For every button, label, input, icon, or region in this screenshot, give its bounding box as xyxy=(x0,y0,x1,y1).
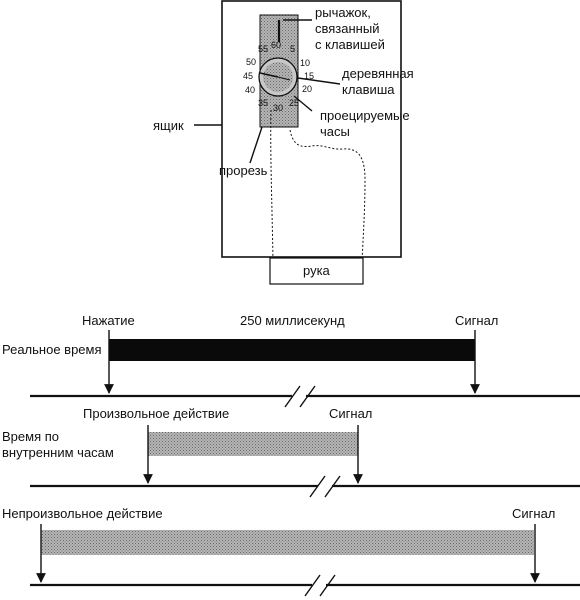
clock-label-line-1: проецируемые xyxy=(320,108,410,123)
hand-label: рука xyxy=(303,263,331,278)
dial-number: 15 xyxy=(304,71,314,81)
slot-leader xyxy=(249,126,263,164)
box-label: ящик xyxy=(153,118,184,133)
real-time-timeline: Нажатие 250 миллисекунд Сигнал Реальное … xyxy=(2,313,580,408)
involuntary-signal-label: Сигнал xyxy=(512,506,555,521)
lever-label-line-3: с клавишей xyxy=(315,37,385,52)
key-label-line-2: клавиша xyxy=(342,82,395,97)
apparatus: 60 5 10 15 20 25 30 35 40 45 50 55 рычаж… xyxy=(153,0,414,285)
real-time-label: Реальное время xyxy=(2,342,102,357)
axis-break-mark xyxy=(324,475,341,498)
voluntary-bar xyxy=(148,432,358,456)
real-time-bar xyxy=(109,339,475,361)
dial-number: 40 xyxy=(245,85,255,95)
axis-break-mark xyxy=(304,574,321,597)
internal-clock-label-line-1: Время по xyxy=(2,429,59,444)
key-label-line-1: деревянная xyxy=(342,66,414,81)
clock-label-line-2: часы xyxy=(320,124,350,139)
dial-number: 60 xyxy=(271,40,281,50)
dial-number: 50 xyxy=(246,57,256,67)
axis-break-mark xyxy=(319,574,336,597)
press-label: Нажатие xyxy=(82,313,135,328)
key-leader xyxy=(297,77,341,85)
voluntary-label: Произвольное действие xyxy=(83,406,229,421)
dial-number: 55 xyxy=(258,44,268,54)
involuntary-timeline: Непроизвольное действие Сигнал xyxy=(2,506,580,597)
dial-number: 10 xyxy=(300,58,310,68)
dial-number: 25 xyxy=(289,98,299,108)
axis-break-mark xyxy=(299,385,316,408)
hand-outline xyxy=(270,109,366,263)
internal-clock-label-line-2: внутренним часам xyxy=(2,445,114,460)
hand-box xyxy=(269,257,364,285)
signal-label: Сигнал xyxy=(455,313,498,328)
clock-hand xyxy=(259,72,279,78)
axis-break-mark xyxy=(284,385,301,408)
clock-hand-tail xyxy=(277,76,291,81)
voluntary-timeline: Произвольное действие Сигнал Время по вн… xyxy=(2,406,580,498)
slot-label: прорезь xyxy=(219,163,268,178)
box-outline xyxy=(221,0,402,258)
axis-break-mark xyxy=(309,475,326,498)
involuntary-bar xyxy=(41,530,534,555)
dial-number: 30 xyxy=(273,103,283,113)
voluntary-signal-label: Сигнал xyxy=(329,406,372,421)
involuntary-label: Непроизвольное действие xyxy=(2,506,163,521)
dial-number: 35 xyxy=(258,98,268,108)
dial-numbers: 60 5 10 15 20 25 30 35 40 45 50 55 xyxy=(243,40,314,113)
clock-leader xyxy=(293,95,313,112)
dial-number: 20 xyxy=(302,84,312,94)
lever-label-line-2: связанный xyxy=(315,21,379,36)
dial-number: 45 xyxy=(243,71,253,81)
interval-label: 250 миллисекунд xyxy=(240,313,345,328)
lever-label-line-1: рычажок, xyxy=(315,5,371,20)
dial-number: 5 xyxy=(290,44,295,54)
